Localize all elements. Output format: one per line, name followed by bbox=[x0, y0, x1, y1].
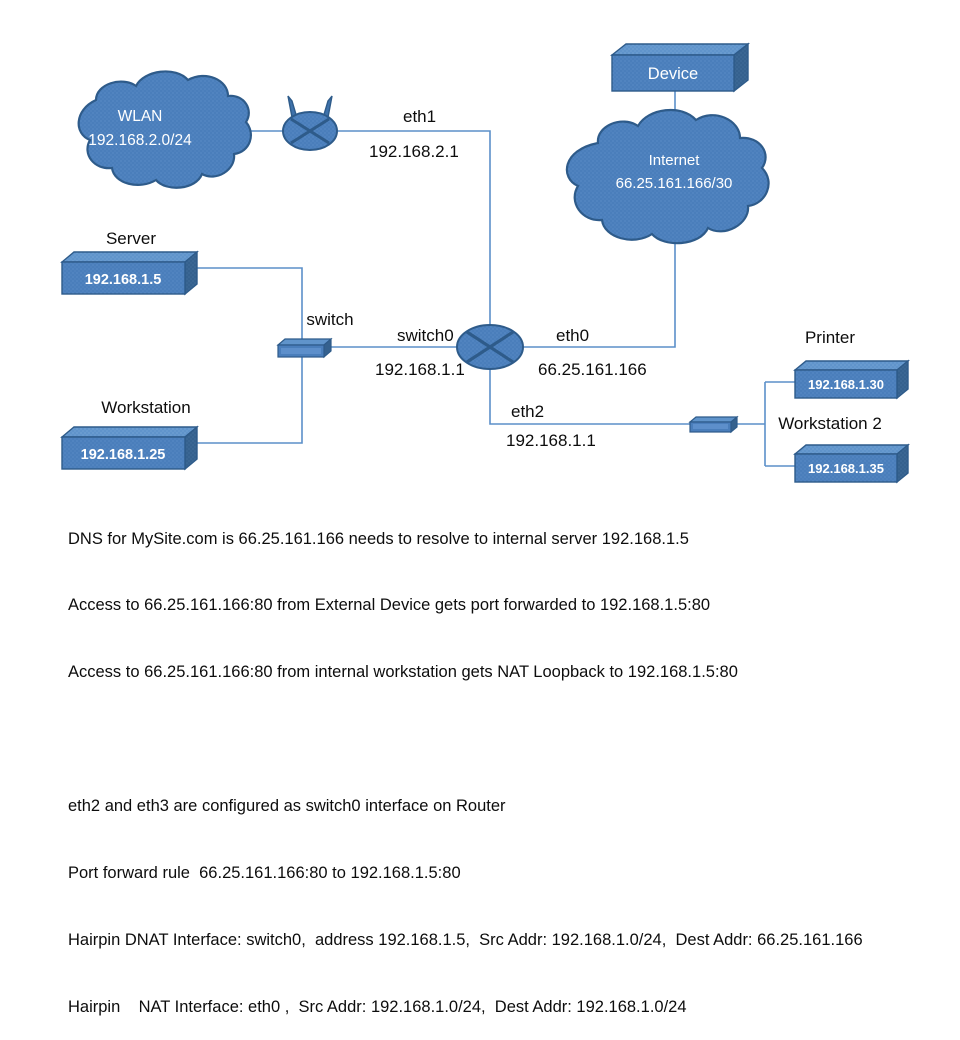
device-box-top bbox=[609, 43, 751, 56]
eth1-name-label: eth1 bbox=[403, 107, 436, 126]
note-line-5: eth2 and eth3 are configured as switch0 … bbox=[68, 796, 506, 815]
wlan-label-line1: WLAN bbox=[118, 108, 163, 125]
note-line-1: DNS for MySite.com is 66.25.161.166 need… bbox=[68, 529, 689, 548]
eth2-addr-label: 192.168.1.1 bbox=[506, 431, 596, 450]
wlan-label-line2: 192.168.2.0/24 bbox=[88, 132, 192, 149]
router-node[interactable] bbox=[456, 324, 524, 370]
workstation-box-top bbox=[60, 426, 199, 438]
server-box-front bbox=[61, 261, 186, 295]
server-value: 192.168.1.5 bbox=[85, 272, 162, 288]
switch-left-node[interactable]: switch bbox=[276, 310, 354, 359]
eth0-addr-label: 66.25.161.166 bbox=[538, 360, 647, 379]
link-workstation-to-switch bbox=[197, 350, 303, 444]
switch-right-faceplate bbox=[693, 424, 728, 429]
workstation-value: 192.168.1.25 bbox=[81, 447, 166, 463]
access-point[interactable] bbox=[282, 95, 338, 151]
router-cross-icon bbox=[466, 330, 514, 364]
workstation-node[interactable]: Workstation 192.168.1.25 bbox=[60, 398, 199, 471]
workstation2-box-front bbox=[794, 453, 898, 483]
switch-left-label: switch bbox=[306, 310, 353, 329]
access-point-cross-icon bbox=[290, 117, 330, 145]
link-ap-to-router-eth1 bbox=[337, 130, 491, 330]
link-internet-to-router-eth0 bbox=[523, 225, 676, 348]
note-line-blank bbox=[68, 728, 948, 750]
switch-right-node[interactable] bbox=[688, 415, 739, 434]
note-line-8: Hairpin NAT Interface: eth0 , Src Addr: … bbox=[68, 997, 687, 1016]
server-title: Server bbox=[106, 229, 156, 248]
wlan-cloud-shape bbox=[77, 70, 252, 189]
workstation2-node[interactable]: Workstation 2 192.168.1.35 bbox=[778, 414, 910, 484]
note-line-2: Access to 66.25.161.166:80 from External… bbox=[68, 596, 711, 615]
internet-label-line1: Internet bbox=[649, 152, 701, 169]
server-box-top bbox=[60, 251, 199, 263]
workstation2-box-top bbox=[793, 444, 910, 455]
printer-node[interactable]: Printer 192.168.1.30 bbox=[793, 328, 910, 400]
note-line-3: Access to 66.25.161.166:80 from internal… bbox=[68, 663, 738, 682]
note-line-7: Hairpin DNAT Interface: switch0, address… bbox=[68, 930, 863, 949]
printer-box-top bbox=[793, 360, 910, 371]
device-node[interactable]: Device bbox=[609, 42, 751, 93]
device-label: Device bbox=[648, 65, 698, 83]
configuration-notes: DNS for MySite.com is 66.25.161.166 need… bbox=[68, 483, 948, 1040]
switch-right-top bbox=[688, 416, 739, 423]
server-node[interactable]: Server 192.168.1.5 bbox=[60, 229, 199, 296]
eth1-addr-label: 192.168.2.1 bbox=[369, 142, 459, 161]
workstation2-title: Workstation 2 bbox=[778, 414, 882, 433]
internet-cloud[interactable]: Internet 66.25.161.166/30 bbox=[565, 108, 770, 245]
connection-lines bbox=[197, 91, 795, 467]
interface-label-group: eth1 192.168.2.1 eth0 66.25.161.166 swit… bbox=[369, 107, 647, 450]
switch0-name-label: switch0 bbox=[397, 326, 454, 345]
switch-left-top bbox=[276, 338, 333, 346]
switch-left-faceplate bbox=[281, 348, 321, 354]
internet-label-line2: 66.25.161.166/30 bbox=[616, 175, 733, 192]
eth2-name-label: eth2 bbox=[511, 402, 544, 421]
workstation-box-front bbox=[61, 436, 186, 470]
printer-box-front bbox=[794, 369, 898, 399]
workstation-title: Workstation bbox=[101, 398, 190, 417]
device-box-front bbox=[611, 54, 735, 92]
link-server-to-switch bbox=[197, 267, 303, 345]
wlan-cloud[interactable]: WLAN 192.168.2.0/24 bbox=[77, 70, 252, 189]
switch0-addr-label: 192.168.1.1 bbox=[375, 360, 465, 379]
note-line-6: Port forward rule 66.25.161.166:80 to 19… bbox=[68, 863, 461, 882]
internet-cloud-shape bbox=[565, 108, 770, 245]
link-router-to-switch2-eth2 bbox=[489, 365, 690, 425]
eth0-name-label: eth0 bbox=[556, 326, 589, 345]
network-diagram-canvas: WLAN 192.168.2.0/24 Device Internet 66.2… bbox=[60, 42, 910, 484]
printer-value: 192.168.1.30 bbox=[808, 377, 884, 392]
workstation2-value: 192.168.1.35 bbox=[808, 461, 884, 476]
printer-title: Printer bbox=[805, 328, 855, 347]
